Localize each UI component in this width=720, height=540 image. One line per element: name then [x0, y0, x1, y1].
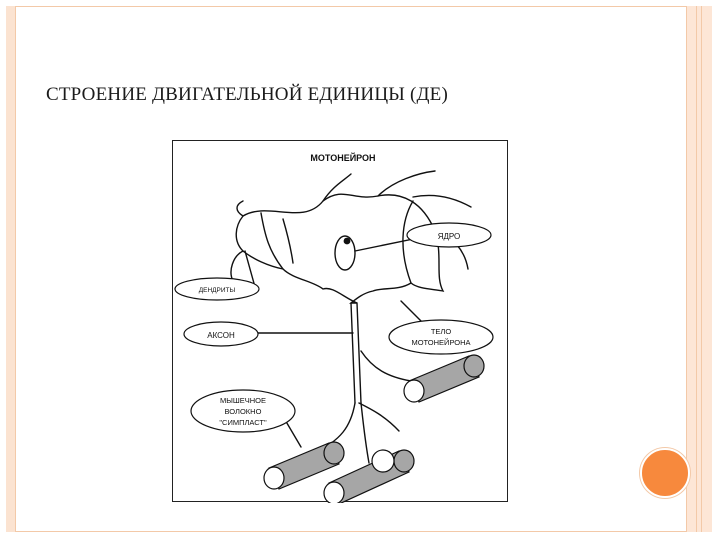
- nucleus-label: ЯДРО: [438, 232, 461, 241]
- axon-label: АКСОН: [207, 331, 235, 340]
- axon-branch: [358, 402, 400, 432]
- fiber-label-line3: "СИМПЛАСТ": [219, 418, 267, 427]
- nucleus-label-oval: [406, 222, 492, 248]
- axon-branch: [360, 402, 370, 464]
- muscle-fiber-right: [403, 354, 485, 403]
- motor-unit-diagram: МОТОНЕЙРОН ЯДРО ДЕНДРИТЫ АКСОН ТЕЛО МОТО…: [172, 140, 508, 505]
- fiber-label-oval: [190, 389, 296, 433]
- dendrite-branch: [282, 218, 294, 264]
- axon-label-oval: [183, 321, 259, 347]
- dendrites-label-oval: [174, 277, 260, 301]
- nucleolus-dot: [343, 237, 351, 245]
- leader-dendrites: [244, 250, 256, 288]
- slide-title: СТРОЕНИЕ ДВИГАТЕЛЬНОЙ ЕДИНИЦЫ (ДЕ): [46, 84, 448, 105]
- dendrite-branch: [377, 170, 436, 197]
- fiber-label-line2: ВОЛОКНО: [225, 407, 262, 416]
- dendrite-branch: [402, 200, 414, 284]
- body-label-line2: МОТОНЕЙРОНА: [411, 338, 470, 347]
- diagram-heading: МОТОНЕЙРОН: [310, 152, 375, 163]
- fiber-label-line1: МЫШЕЧНОЕ: [220, 396, 266, 405]
- axon-line: [350, 302, 356, 404]
- dendrite-branch: [322, 173, 352, 202]
- frame-left-band: [6, 6, 16, 532]
- axon-line: [356, 302, 362, 404]
- dendrite-branch: [230, 250, 244, 282]
- dendrite-branch: [412, 194, 472, 208]
- dendrite-branch: [236, 200, 244, 217]
- nucleus-outline: [334, 235, 356, 271]
- dendrites-label: ДЕНДРИТЫ: [199, 287, 236, 294]
- muscle-fiber-center-end: [371, 449, 395, 473]
- leader-body: [400, 300, 424, 324]
- orange-circle-decoration: [640, 448, 690, 498]
- dendrite-branch: [260, 212, 284, 270]
- frame-right-band: [686, 6, 712, 532]
- body-label-line1: ТЕЛО: [431, 327, 452, 336]
- axon-branch: [360, 350, 412, 382]
- body-label-oval: [388, 319, 494, 355]
- diagram-svg: МОТОНЕЙРОН ЯДРО ДЕНДРИТЫ АКСОН ТЕЛО МОТО…: [174, 152, 494, 505]
- soma-outline: [235, 193, 445, 304]
- muscle-fiber-left: [263, 441, 345, 490]
- frame-right-inner-band: [696, 6, 702, 532]
